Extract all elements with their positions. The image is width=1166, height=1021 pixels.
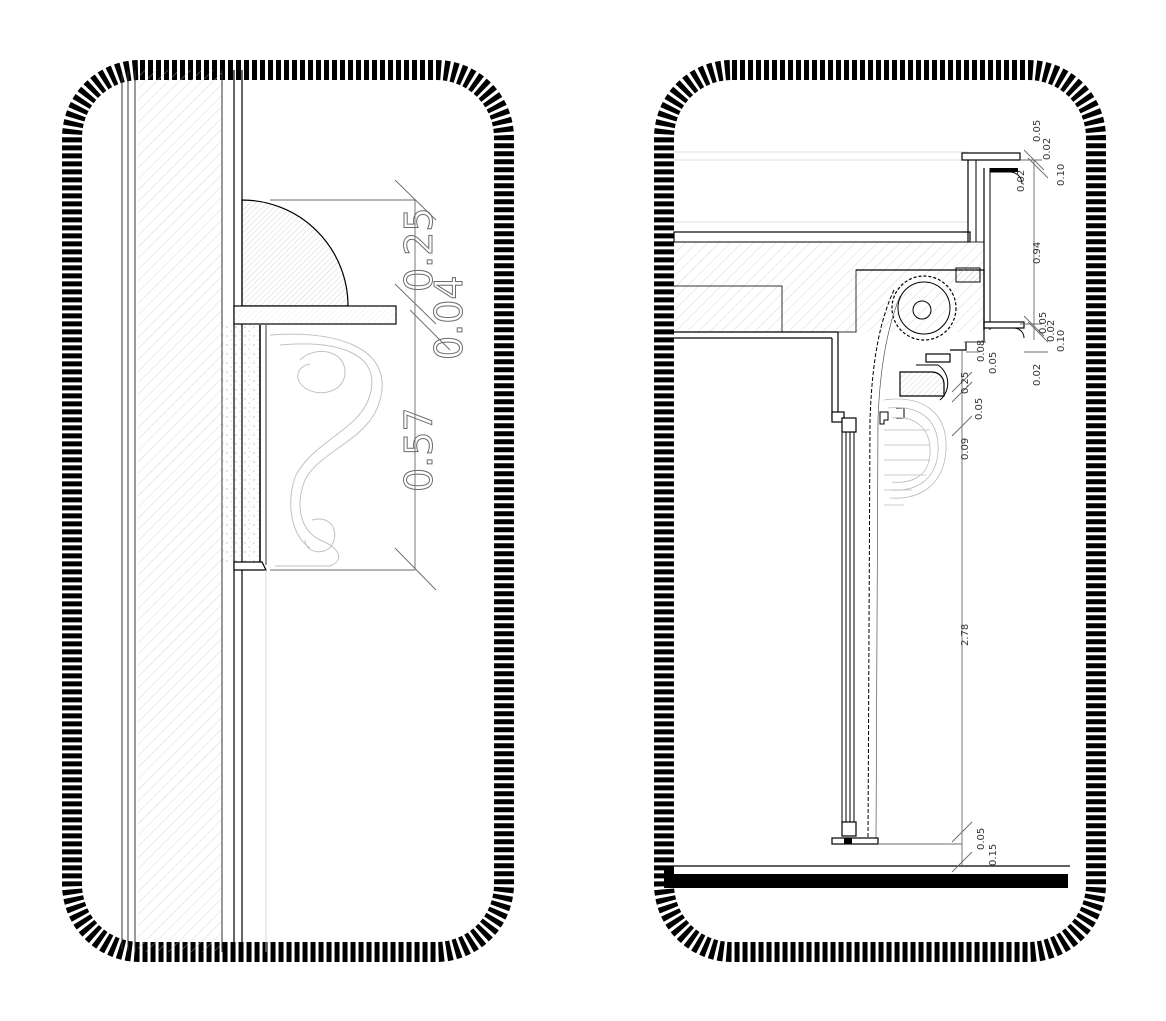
right-beam-hatch <box>674 242 984 332</box>
right-dim-col-005: 0.05 <box>988 352 999 374</box>
right-top-trim <box>961 152 1021 161</box>
right-dim-col-005b: 0.05 <box>974 398 985 420</box>
left-dim-004: 0.04 <box>427 275 471 360</box>
right-dim-mid-010: 0.10 <box>1056 330 1067 352</box>
left-dim-025: 0.25 <box>397 207 441 292</box>
left-dim-057: 0.57 <box>397 407 441 492</box>
right-glazing <box>831 417 879 845</box>
right-dim-col-008: 0.08 <box>976 340 987 362</box>
left-corbel-ornament <box>269 333 383 567</box>
left-section-detail: 0.25 0.04 0.57 <box>62 60 514 962</box>
right-dim-bot-005: 0.05 <box>976 828 987 850</box>
right-dim-mid-002b: 0.02 <box>1032 364 1043 386</box>
right-dim-mid-005: 0.05 <box>1038 312 1049 334</box>
right-dim-top-002b: 0.02 <box>1016 170 1027 192</box>
left-wall-hatch <box>138 70 222 952</box>
right-floor-slab <box>674 874 1068 888</box>
right-dim-col-025: 0.25 <box>960 372 971 394</box>
right-folded-curtain <box>883 398 947 506</box>
right-dim-top-010: 0.10 <box>1056 164 1067 186</box>
right-dim-col-009: 0.09 <box>960 438 971 460</box>
right-curtain-fabric <box>867 289 895 841</box>
right-section-detail: 0.05 0.02 0.10 0.02 0.94 0.05 0.02 0.10 … <box>654 60 1106 962</box>
right-dim-278: 2.78 <box>960 624 971 646</box>
right-dim-mid-002: 0.02 <box>1046 320 1057 342</box>
right-ceiling-slab <box>673 231 971 243</box>
right-curtain-roller <box>891 275 957 341</box>
right-dimension-lines <box>951 149 1049 873</box>
right-dim-bot-015: 0.15 <box>988 844 999 866</box>
left-wall-step <box>233 561 267 571</box>
right-dim-top-002: 0.02 <box>1042 138 1053 160</box>
left-cornice-quarter-round <box>241 199 349 307</box>
left-plaster-stipple <box>222 325 260 565</box>
right-dim-top-005: 0.05 <box>1032 120 1043 142</box>
right-dim-094: 0.94 <box>1032 242 1043 264</box>
left-frame-border <box>62 60 514 962</box>
left-dimension-lines <box>270 179 451 591</box>
right-frame-border <box>654 60 1106 962</box>
